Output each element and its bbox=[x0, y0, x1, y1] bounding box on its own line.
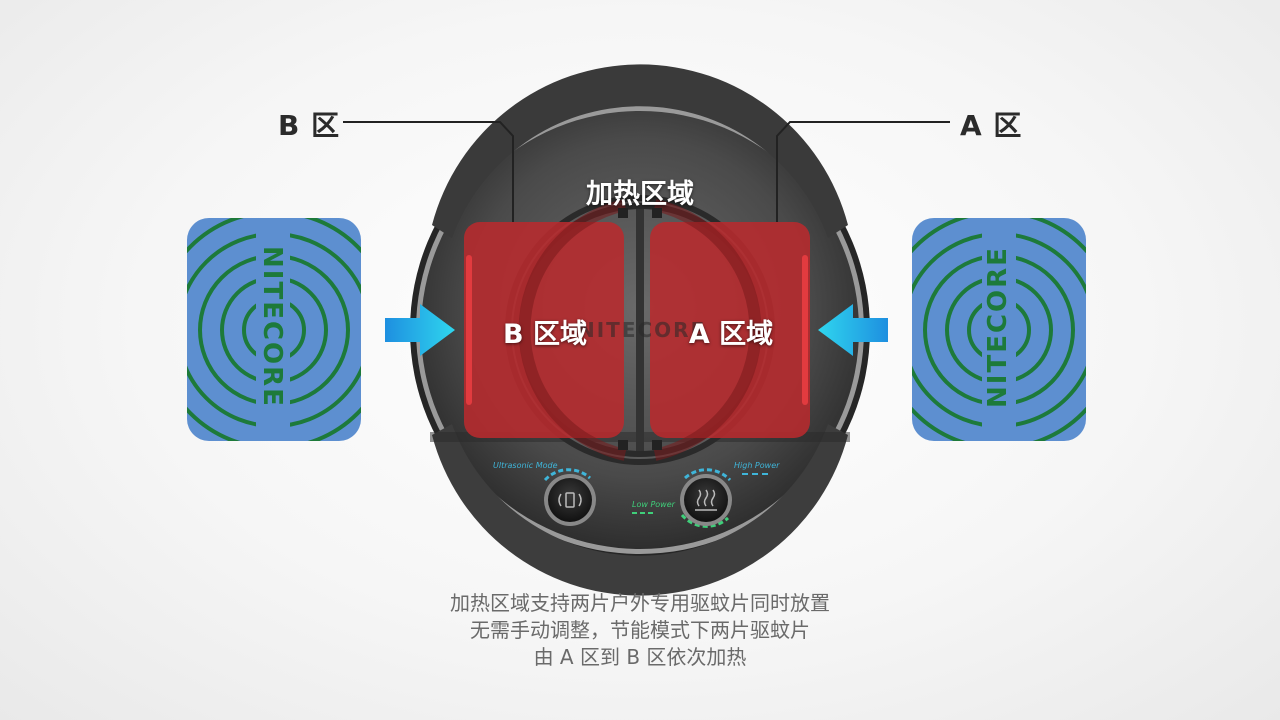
zone-a-label: A 区域 bbox=[688, 319, 774, 350]
heating-zone-a bbox=[650, 222, 810, 438]
ultrasonic-icon bbox=[558, 492, 582, 508]
ultrasonic-mode-label: Ultrasonic Mode bbox=[493, 461, 558, 470]
ring-overlay bbox=[518, 199, 762, 461]
ultrasonic-button[interactable] bbox=[543, 468, 596, 526]
heat-power-button[interactable] bbox=[680, 468, 732, 528]
callout-zone-b: B 区 bbox=[278, 109, 341, 142]
callout-line-b bbox=[343, 121, 514, 222]
zone-b-label: B 区域 bbox=[503, 319, 587, 350]
device-body bbox=[410, 64, 870, 596]
low-power-label: Low Power bbox=[632, 500, 675, 509]
callout-line-a bbox=[776, 121, 950, 222]
device-brand-text: NITECORE bbox=[578, 318, 707, 342]
pad-right-brand: NITECORE bbox=[983, 246, 1013, 408]
pad-left-brand: NITECORE bbox=[257, 246, 287, 408]
arrow-left-icon bbox=[818, 304, 888, 356]
mosquito-pad-right bbox=[912, 218, 1086, 441]
heat-icon bbox=[695, 489, 717, 511]
callout-zone-a: A 区 bbox=[960, 109, 1023, 142]
caption-line-2: 无需手动调整，节能模式下两片驱蚊片 bbox=[470, 618, 810, 642]
caption-line-3: 由 A 区到 B 区依次加热 bbox=[533, 645, 747, 669]
arrow-right-icon bbox=[385, 304, 455, 356]
heating-zone-b bbox=[464, 222, 624, 438]
heating-area-title: 加热区域 bbox=[586, 179, 694, 210]
mosquito-pad-left bbox=[187, 218, 361, 441]
caption-line-1: 加热区域支持两片户外专用驱蚊片同时放置 bbox=[450, 591, 830, 615]
high-power-label: High Power bbox=[734, 461, 780, 470]
